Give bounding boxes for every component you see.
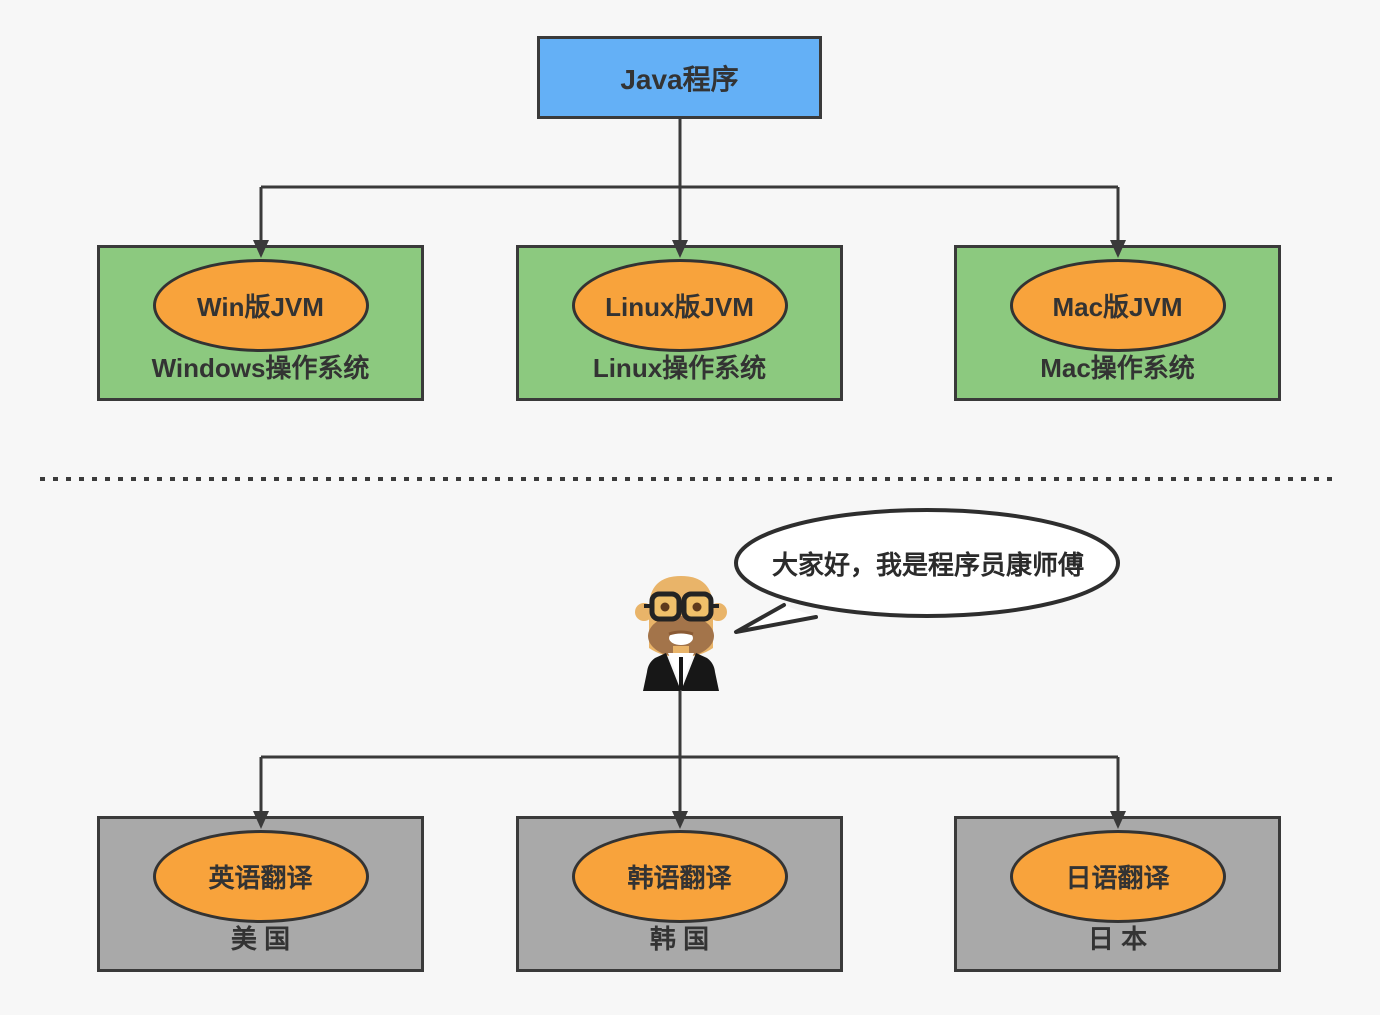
linux-jvm-ellipse: Linux版JVM <box>571 259 788 352</box>
usa-box: 英语翻译 美 国 <box>97 816 424 972</box>
korea-box: 韩语翻译 韩 国 <box>516 816 843 972</box>
korea-label: 韩 国 <box>649 924 710 954</box>
windows-os-label: Windows操作系统 <box>151 353 370 383</box>
win-jvm-label: Win版JVM <box>197 292 324 322</box>
japanese-translator-label: 日语翻译 <box>1065 863 1170 893</box>
linux-jvm-label: Linux版JVM <box>605 292 754 322</box>
japan-box: 日语翻译 日 本 <box>954 816 1281 972</box>
japanese-translator-ellipse: 日语翻译 <box>1009 830 1226 923</box>
mac-os-box: Mac版JVM Mac操作系统 <box>954 245 1281 401</box>
korean-translator-ellipse: 韩语翻译 <box>571 830 788 923</box>
linux-os-label: Linux操作系统 <box>592 353 767 383</box>
win-jvm-ellipse: Win版JVM <box>152 259 369 352</box>
usa-label: 美 国 <box>230 924 291 954</box>
windows-os-box: Win版JVM Windows操作系统 <box>97 245 424 401</box>
java-program-box: Java程序 <box>537 36 822 119</box>
english-translator-label: 英语翻译 <box>208 863 313 893</box>
mac-os-label: Mac操作系统 <box>1040 353 1195 383</box>
java-program-label: Java程序 <box>620 63 739 95</box>
japan-label: 日 本 <box>1087 924 1148 954</box>
mac-jvm-label: Mac版JVM <box>1052 292 1183 322</box>
english-translator-ellipse: 英语翻译 <box>152 830 369 923</box>
korean-translator-label: 韩语翻译 <box>627 863 732 893</box>
mac-jvm-ellipse: Mac版JVM <box>1009 259 1226 352</box>
linux-os-box: Linux版JVM Linux操作系统 <box>516 245 843 401</box>
